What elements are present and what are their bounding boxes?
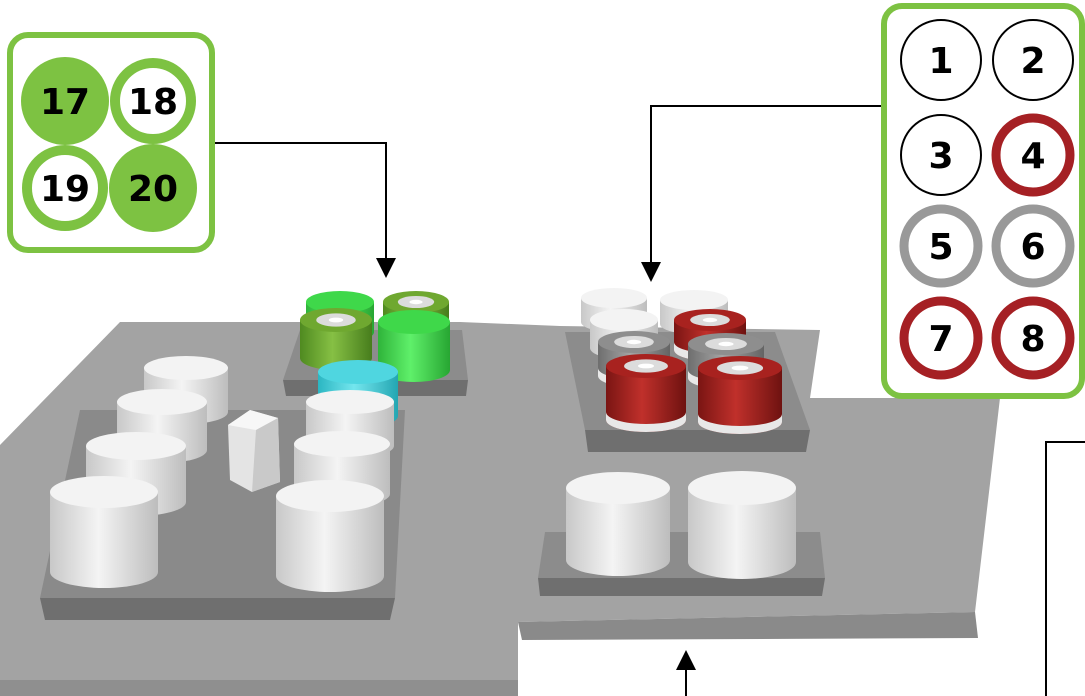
vial-red-2 xyxy=(606,354,686,432)
arrow-numbered-legend xyxy=(641,105,882,282)
line-right-bracket xyxy=(1045,441,1085,696)
well-label: 3 xyxy=(928,136,953,177)
connector-lines xyxy=(215,105,1085,696)
vial-left-4 xyxy=(50,476,158,588)
well-label: 17 xyxy=(40,82,90,123)
vial-green-front-left xyxy=(300,308,372,370)
well-20: 20 xyxy=(109,144,197,232)
well-label: 7 xyxy=(928,319,953,360)
vial-green-front-right xyxy=(378,310,450,382)
well-label: 1 xyxy=(928,41,953,82)
vial-layer xyxy=(50,288,796,592)
well-3: 3 xyxy=(900,114,982,196)
well-label: 8 xyxy=(1020,319,1045,360)
vial-red-3 xyxy=(698,356,782,434)
well-8: 8 xyxy=(991,296,1075,380)
well-6: 6 xyxy=(991,204,1075,288)
block xyxy=(228,410,280,492)
well-18: 18 xyxy=(110,58,196,144)
arrow-green-legend xyxy=(215,142,396,278)
well-label: 2 xyxy=(1020,41,1045,82)
well-17: 17 xyxy=(21,57,109,145)
well-label: 6 xyxy=(1020,227,1045,268)
vial-bottom-1 xyxy=(566,472,670,576)
well-label: 18 xyxy=(128,82,178,123)
well-label: 5 xyxy=(928,227,953,268)
vial-bottom-2 xyxy=(688,471,796,579)
well-label: 20 xyxy=(128,169,178,210)
well-7: 7 xyxy=(899,296,983,380)
well-4: 4 xyxy=(991,113,1075,197)
well-19: 19 xyxy=(22,145,108,231)
well-2: 2 xyxy=(992,19,1074,101)
legend-green-box: 17 18 19 20 xyxy=(7,32,215,253)
well-1: 1 xyxy=(900,19,982,101)
legend-numbered-box: 1 2 3 4 5 6 7 8 xyxy=(881,3,1085,399)
well-label: 19 xyxy=(40,169,90,210)
well-5: 5 xyxy=(899,204,983,288)
vial-mid-3 xyxy=(276,480,384,592)
well-label: 4 xyxy=(1020,136,1045,177)
